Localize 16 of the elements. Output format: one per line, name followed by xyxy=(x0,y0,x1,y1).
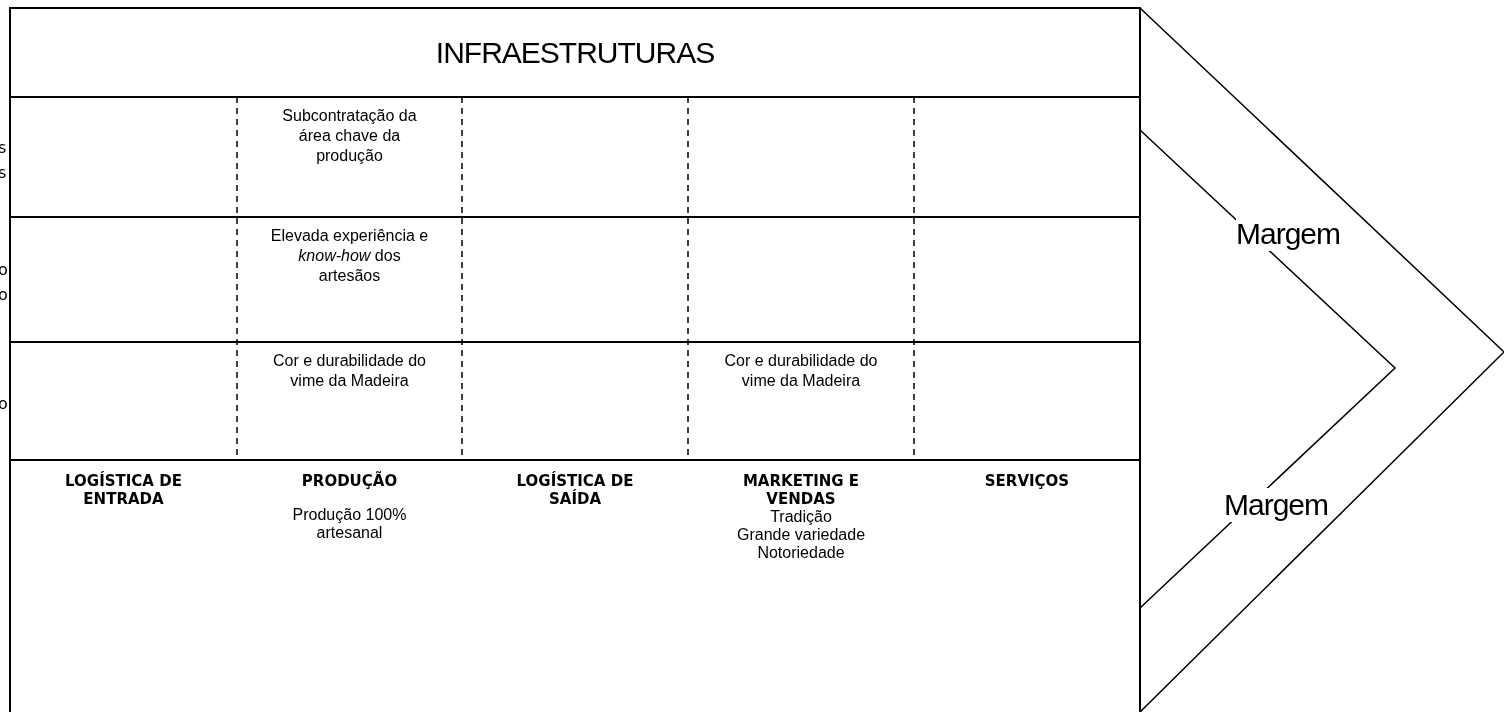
activity-heading: LOGÍSTICA DE ENTRADA xyxy=(64,472,183,508)
margin-label: Margem xyxy=(1236,217,1341,251)
activity-note: Notoriedade xyxy=(757,544,845,562)
activity-heading: SERVIÇOS xyxy=(984,472,1070,490)
cell-text: Cor e durabilidade do vime da Madeira xyxy=(272,351,427,391)
cell-text: Elevada experiência e know-how dos artesãos xyxy=(269,226,430,286)
margin-label: Margem xyxy=(1224,488,1329,522)
activity-note: Grande variedade xyxy=(736,526,866,544)
activity-heading: LOGÍSTICA DE SAÍDA xyxy=(515,472,635,508)
section-title: INFRAESTRUTURAS xyxy=(435,35,715,70)
activity-note: Produção 100% artesanal xyxy=(291,506,408,542)
cell-text: Subcontratação da área chave da produção xyxy=(281,106,418,166)
activity-heading: MARKETING E VENDAS xyxy=(741,472,861,508)
activity-heading: PRODUÇÃO xyxy=(301,472,398,490)
cell-text: Cor e durabilidade do vime da Madeira xyxy=(723,351,879,391)
activity-note: Tradição xyxy=(770,508,832,526)
